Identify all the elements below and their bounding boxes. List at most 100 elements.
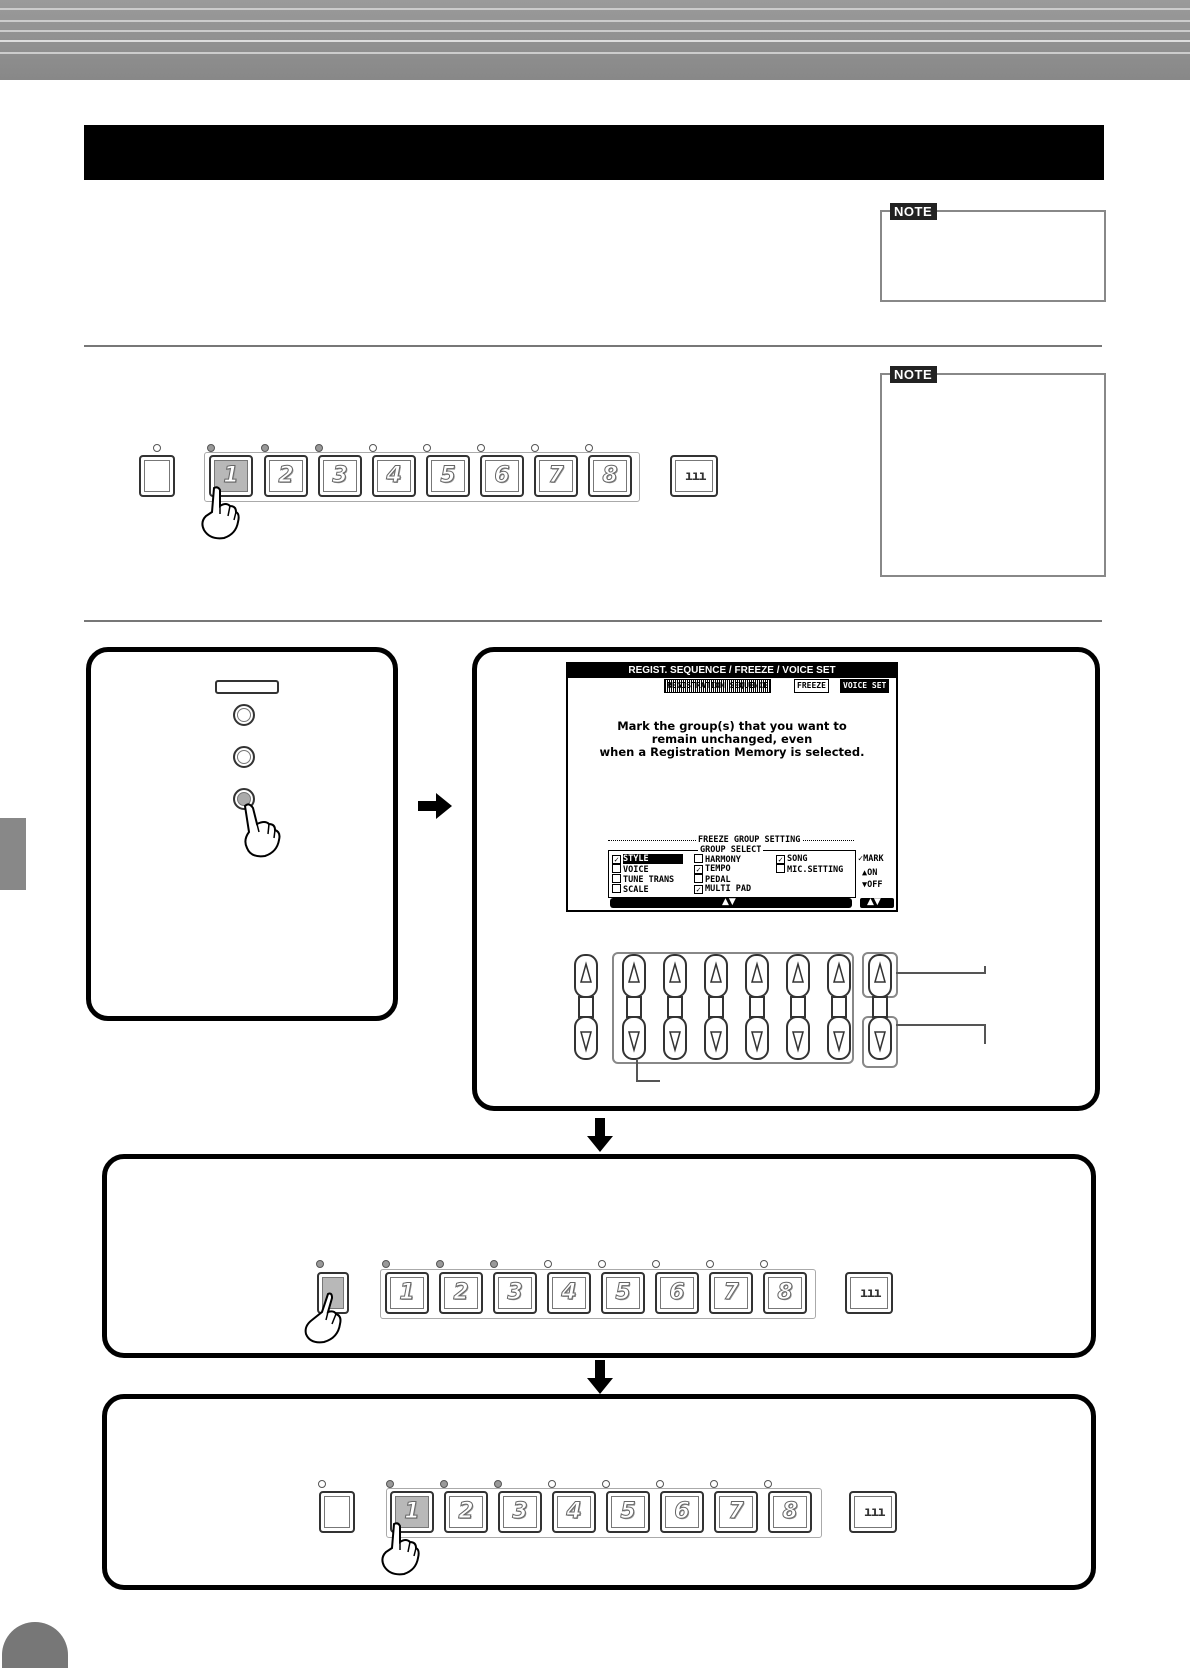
group-checkbox-harmony[interactable]: HARMONY	[694, 854, 741, 865]
legend-mark: ✓MARK	[858, 854, 884, 864]
step-frame-3	[102, 1154, 1096, 1358]
lcd-title: REGIST. SEQUENCE / FREEZE / VOICE SET	[568, 664, 896, 678]
group-checkbox-song[interactable]: ✓SONG	[776, 854, 807, 864]
group-select-title: GROUP SELECT	[698, 845, 764, 855]
group-checkbox-style[interactable]: ✓STYLE	[612, 854, 683, 864]
registration-button-3[interactable]: 3	[318, 455, 362, 497]
bank-button[interactable]: ııı	[670, 455, 718, 497]
group-checkbox-scale[interactable]: SCALE	[612, 884, 649, 895]
led	[261, 444, 269, 452]
arrow-right-icon	[418, 793, 452, 819]
led	[153, 444, 161, 452]
led	[315, 444, 323, 452]
led	[440, 1480, 448, 1488]
registration-button-6[interactable]: 6	[480, 455, 524, 497]
callout-line	[984, 1024, 986, 1044]
memory-button[interactable]	[139, 455, 175, 497]
led	[585, 444, 593, 452]
tab-voice-set[interactable]: VOICE SET	[840, 679, 890, 693]
tab-freeze[interactable]: FREEZE	[794, 679, 829, 693]
registration-button-2[interactable]: 2	[439, 1272, 483, 1314]
chapter-side-tab	[0, 818, 26, 890]
arrow-down-icon	[587, 1118, 613, 1152]
step-frame-4	[102, 1394, 1096, 1590]
registration-button-4[interactable]: 4	[372, 455, 416, 497]
group-checkbox-mic-setting[interactable]: MIC.SETTING	[776, 864, 843, 875]
legend-on: ▲ON	[862, 868, 878, 878]
registration-button-2[interactable]: 2	[264, 455, 308, 497]
led	[494, 1480, 502, 1488]
pointing-hand-icon	[381, 1522, 420, 1576]
group-checkbox-multi-pad[interactable]: ✓MULTI PAD	[694, 884, 751, 894]
registration-button-6[interactable]: 6	[660, 1491, 704, 1533]
led	[760, 1260, 768, 1268]
note-tag: NOTE	[890, 203, 938, 220]
group-highlight-box	[612, 952, 854, 1064]
led	[318, 1480, 326, 1488]
pointing-hand-icon	[243, 803, 281, 858]
registration-button-4[interactable]: 4	[547, 1272, 591, 1314]
led	[369, 444, 377, 452]
group-checkbox-pedal[interactable]: PEDAL	[694, 874, 731, 885]
registration-button-1[interactable]: 1	[385, 1272, 429, 1314]
button-strip	[380, 1269, 816, 1319]
registration-button-4[interactable]: 4	[552, 1491, 596, 1533]
page-number-badge	[2, 1622, 68, 1668]
callout-line	[984, 966, 986, 974]
panel-buttons-frame	[86, 647, 398, 1021]
panel-button-2[interactable]	[233, 746, 255, 768]
registration-button-7[interactable]: 7	[709, 1272, 753, 1314]
led	[544, 1260, 552, 1268]
registration-button-7[interactable]: 7	[714, 1491, 758, 1533]
led	[207, 444, 215, 452]
led	[316, 1260, 324, 1268]
lcd-bottom-bar-right: ▲▼	[860, 897, 894, 908]
callout-line	[896, 972, 986, 974]
led	[548, 1480, 556, 1488]
registration-button-5[interactable]: 5	[606, 1491, 650, 1533]
callout-line	[636, 1060, 638, 1082]
updown-button-row	[574, 954, 892, 1060]
led	[656, 1480, 664, 1488]
registration-button-8[interactable]: 8	[768, 1491, 812, 1533]
callout-line	[636, 1080, 660, 1082]
arrow-down-icon	[587, 1360, 613, 1394]
memory-button[interactable]	[317, 1272, 349, 1314]
led	[652, 1260, 660, 1268]
registration-button-2[interactable]: 2	[444, 1491, 488, 1533]
tab-registration-sequence[interactable]: REGISTRATION SEQUENCE	[664, 679, 772, 693]
led	[423, 444, 431, 452]
led	[436, 1260, 444, 1268]
bank-button[interactable]: ııı	[849, 1491, 897, 1533]
registration-button-3[interactable]: 3	[498, 1491, 542, 1533]
led	[477, 444, 485, 452]
lcd-bottom-bar: ▲▼	[610, 897, 852, 908]
panel-label-strip	[215, 680, 279, 694]
note-box-1: NOTE	[880, 203, 1106, 302]
registration-button-5[interactable]: 5	[601, 1272, 645, 1314]
panel-button-1[interactable]	[233, 704, 255, 726]
page-header-band	[0, 0, 1190, 80]
registration-button-7[interactable]: 7	[534, 455, 578, 497]
led	[706, 1260, 714, 1268]
divider-1	[84, 345, 1102, 347]
legend-off: ▼OFF	[862, 880, 883, 890]
memory-button[interactable]	[319, 1491, 355, 1533]
registration-button-5[interactable]: 5	[426, 455, 470, 497]
bank-button[interactable]: ııı	[845, 1272, 893, 1314]
button-strip	[386, 1488, 822, 1538]
group-checkbox-tempo[interactable]: ✓TEMPO	[694, 864, 731, 874]
led	[710, 1480, 718, 1488]
led	[490, 1260, 498, 1268]
registration-button-8[interactable]: 8	[588, 455, 632, 497]
led	[598, 1260, 606, 1268]
led	[602, 1480, 610, 1488]
led	[386, 1480, 394, 1488]
pointing-hand-icon	[304, 1292, 342, 1344]
registration-button-8[interactable]: 8	[763, 1272, 807, 1314]
group-checkbox-voice[interactable]: VOICE	[612, 864, 649, 875]
group-checkbox-tune-trans[interactable]: TUNE TRANS	[612, 874, 674, 885]
registration-button-3[interactable]: 3	[493, 1272, 537, 1314]
button-strip	[204, 452, 640, 502]
registration-button-6[interactable]: 6	[655, 1272, 699, 1314]
